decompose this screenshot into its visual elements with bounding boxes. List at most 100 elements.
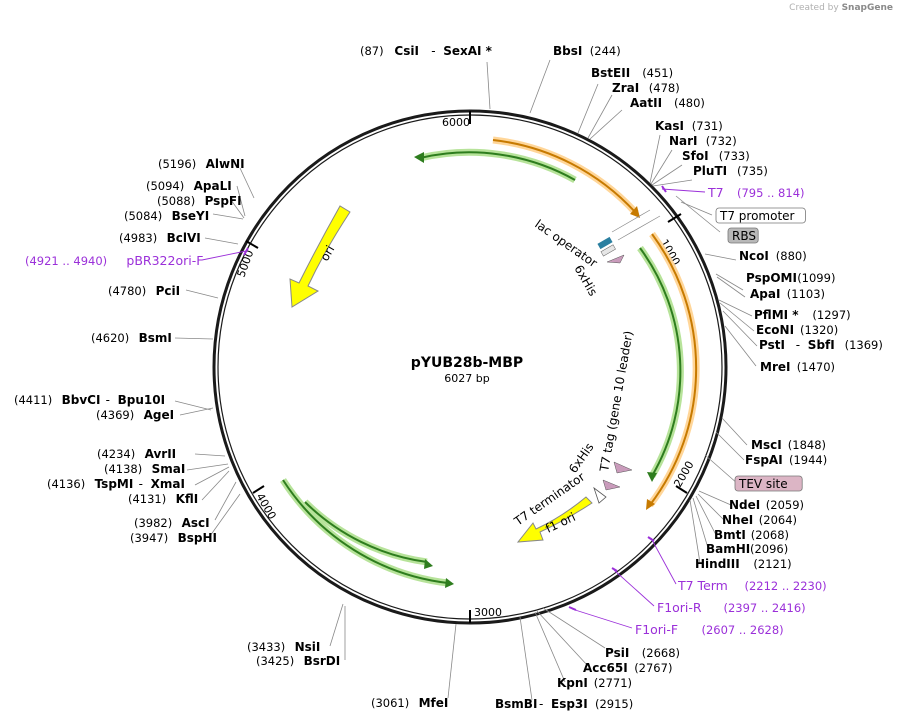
enzyme-label-csii-name: CsiI [394, 44, 419, 58]
enzyme-label-bsmbi-pos: (2915) [595, 697, 633, 711]
enzyme-label-tspmi: (4136)TspMI-XmaI [47, 477, 185, 491]
primer-name: F1ori-F [635, 622, 678, 637]
origin-arrows: ori f1 ori [289, 205, 593, 543]
feature-leader-2 [617, 215, 661, 241]
feature-box-label-tevsite: TEV site [738, 477, 788, 491]
enzyme-label-ndei-pos: (2059) [766, 498, 804, 512]
enzyme-label-psii-pos: (2668) [642, 646, 680, 660]
enzyme-label-nsii-pos: (3433) [247, 640, 285, 654]
enzyme-label-kfli-pos: (4131) [128, 492, 166, 506]
enzyme-label-csii-pos: (87) [360, 44, 384, 58]
enzyme-labels-left: (87)CsiI-SexAI *(5196)AlwNI(5094)ApaLI(5… [14, 44, 493, 710]
tick-5000 [245, 240, 259, 249]
enzyme-label-bamhi-name: BamHI [706, 542, 750, 556]
orange-arc-top [492, 139, 637, 214]
feature-leader-1 [611, 209, 651, 233]
primer-labels: T7(795 .. 814)T7 Term(2212 .. 2230)F1ori… [25, 185, 827, 637]
orf-arc-right [639, 247, 682, 477]
enzyme-label-ndei-name: NdeI [729, 498, 760, 512]
enzyme-label-ncoi: NcoI(880) [739, 249, 807, 263]
enzyme-label-bsphi-pos: (3947) [130, 531, 168, 545]
enzyme-label-bsmi-name: BsmI [139, 331, 172, 345]
enzyme-label-psti-pos: (1369) [845, 338, 883, 352]
primer-marks [243, 185, 667, 611]
feature-box-label-t7promoter: T7 promoter [719, 209, 795, 223]
enzyme-label-pspomi-name: PspOMI [746, 271, 797, 285]
enzyme-label-bsmi-pos: (4620) [91, 331, 129, 345]
orf-arc-right-head [647, 472, 657, 482]
primer-label-f1orir: F1ori-R(2397 .. 2416) [657, 600, 806, 615]
enzyme-label-bsmbi: BsmBI-Esp3I(2915) [495, 697, 633, 711]
enzyme-label-nhei-name: NheI [722, 513, 753, 527]
primer-range: (2212 .. 2230) [745, 579, 827, 593]
enzyme-label-psii: PsiI(2668) [605, 646, 680, 660]
enzyme-label-sfoi: SfoI(733) [682, 149, 750, 163]
enzyme-label-nari: NarI(732) [669, 134, 737, 148]
enzyme-label-hindiii: HindIII(2121) [695, 557, 792, 571]
enzyme-label-nsii-name: NsiI [295, 640, 321, 654]
enzyme-label-apali: (5094)ApaLI [146, 179, 232, 193]
enzyme-label-kpni-pos: (2771) [594, 676, 632, 690]
enzyme-label-psti: PstI-SbfI(1369) [759, 338, 883, 352]
enzyme-label-avrii-pos: (4234) [97, 447, 135, 461]
feature-box-label-rbs: RBS [732, 229, 756, 243]
primer-name: pBR322ori-F [126, 253, 203, 268]
enzyme-label-mrei-name: MreI [760, 360, 790, 374]
leader-lines [174, 59, 758, 701]
enzyme-label-bsmbi-sep: - [539, 697, 543, 711]
orf-arc-bottom-outer-glow [280, 478, 449, 587]
enzyme-label-pluti-name: PluTI [693, 164, 727, 178]
enzyme-label-nhei: NheI(2064) [722, 513, 797, 527]
enzyme-label-mfei: (3061)MfeI [371, 696, 448, 710]
enzyme-label-alwni-name: AlwNI [206, 157, 245, 171]
enzyme-label-bbvci-name: BbvCI [62, 393, 101, 407]
enzyme-label-bsrdi-pos: (3425) [256, 654, 294, 668]
small-features [593, 209, 661, 504]
primer-name: T7 [707, 185, 724, 200]
enzyme-label-csii: (87) CsiI-SexAI * [360, 44, 493, 58]
enzyme-label-pspfi-name: PspFI [205, 194, 242, 208]
enzyme-label-acc65i: Acc65I(2767) [583, 661, 672, 675]
enzyme-label-apai-pos: (1103) [787, 287, 825, 301]
enzyme-label-pcii-pos: (4780) [108, 284, 146, 298]
enzyme-label-pcii: (4780)PciI [108, 284, 180, 298]
enzyme-label-apali-name: ApaLI [194, 179, 232, 193]
enzyme-label-bmti-name: BmtI [714, 528, 746, 542]
feature-box-rbs [727, 227, 759, 244]
primer-name: F1ori-R [657, 600, 702, 615]
tick-label-6000: 6000 [442, 116, 470, 129]
primer-range: (4921 .. 4940) [25, 254, 107, 268]
enzyme-label-agei: (4369)AgeI [96, 408, 174, 422]
primer-label-t7term: T7 Term (2212 .. 2230) [677, 578, 827, 593]
watermark-brand: SnapGene [841, 3, 893, 13]
enzyme-label-csii-name2: SexAI * [443, 44, 492, 58]
enzyme-label-kasi-name: KasI [655, 119, 684, 133]
enzyme-label-kasi: KasI(731) [655, 119, 723, 133]
primer-name: T7 Term [677, 578, 728, 593]
enzyme-label-tspmi-sep: - [139, 477, 143, 491]
enzyme-label-bsphi: (3947)BspHI [130, 531, 217, 545]
enzyme-label-csii-sep: - [431, 44, 435, 58]
enzyme-label-pflmi: PflMI *(1297) [754, 308, 851, 322]
enzyme-label-smai: (4138)SmaI [104, 462, 185, 476]
feature-arcs [280, 136, 700, 588]
enzyme-label-bsmbi-name2: Esp3I [551, 697, 588, 711]
orf-arc-bottom-outer-head [445, 578, 454, 588]
enzyme-label-bseyi: (5084)BseYI [124, 209, 209, 223]
enzyme-label-avrii-name: AvrII [145, 447, 177, 461]
t7-tag-mark [613, 461, 633, 474]
enzyme-label-bmti: BmtI(2068) [714, 528, 789, 542]
enzyme-label-kpni: KpnI (2771) [557, 676, 632, 690]
enzyme-label-bbvci-name2: Bpu10I [118, 393, 165, 407]
lac-operator-mark [597, 236, 613, 250]
orange-arc-right [649, 233, 698, 506]
enzyme-label-bsteii-name: BstEII [591, 66, 630, 80]
enzyme-label-bsrdi: (3425)BsrDI [256, 654, 340, 668]
enzyme-label-kpni-name: KpnI [557, 676, 588, 690]
primer-range: (2607 .. 2628) [702, 623, 784, 637]
enzyme-label-aatii-name: AatII [630, 96, 662, 110]
enzyme-label-tspmi-name: TspMI [95, 477, 134, 491]
orf-arc-bottom-inner-head [424, 559, 433, 569]
enzyme-label-bseyi-name: BseYI [172, 209, 210, 223]
